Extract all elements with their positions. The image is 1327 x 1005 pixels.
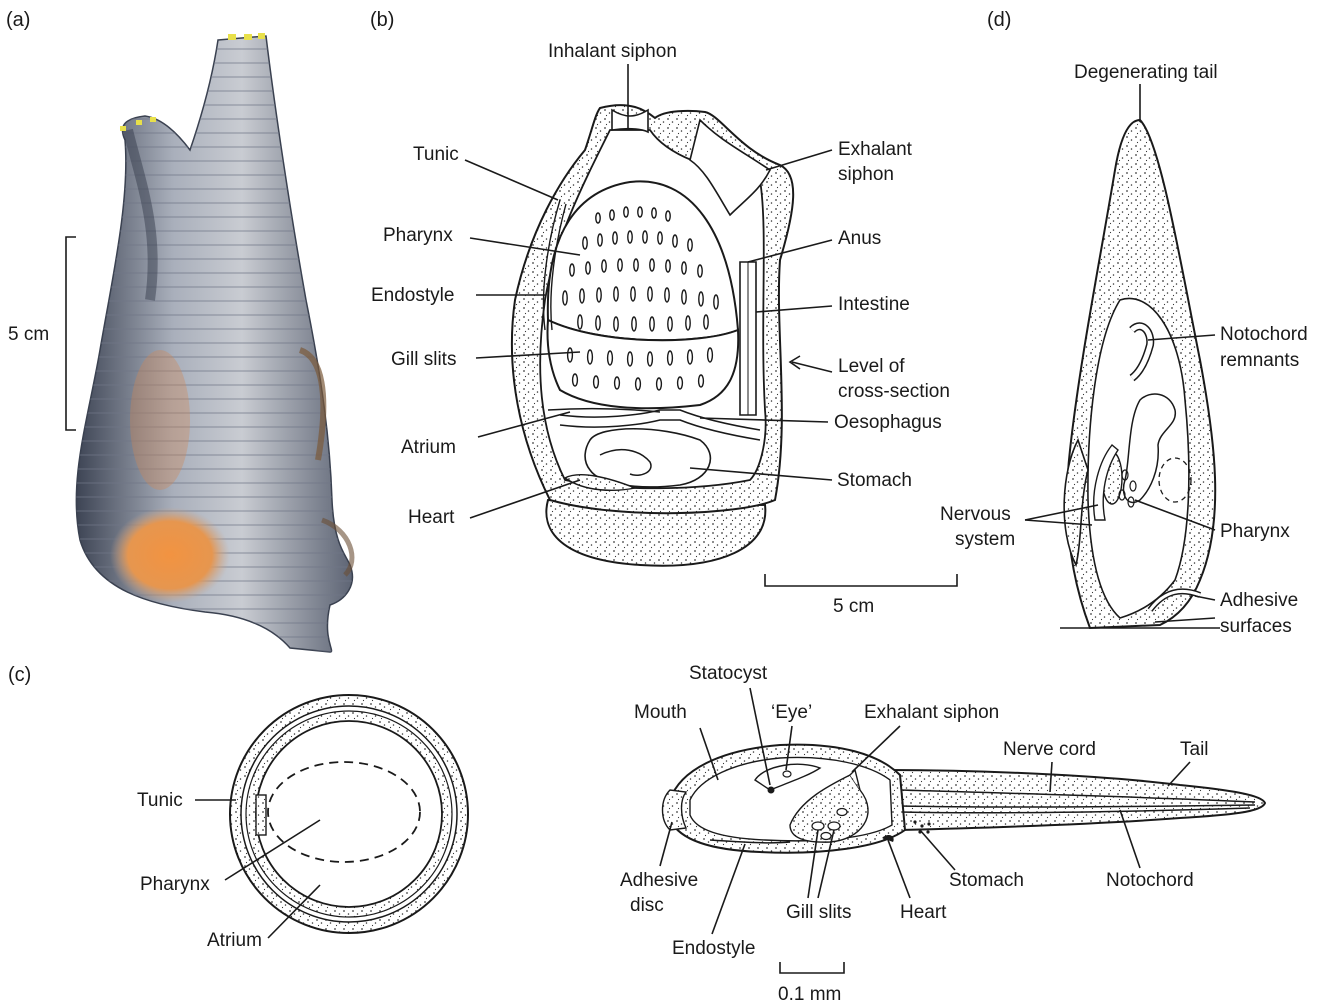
- label-adhesive-d-2: surfaces: [1220, 616, 1292, 637]
- label-notochord-2: remnants: [1220, 350, 1299, 371]
- label-endostyle-larva: Endostyle: [672, 938, 755, 959]
- label-heart-larva: Heart: [900, 902, 947, 923]
- panel-d: (d) Degenerating tail: [940, 9, 1308, 637]
- label-tail: Tail: [1180, 739, 1209, 760]
- label-heart: Heart: [408, 507, 455, 528]
- label-gill-slits-larva: Gill slits: [786, 902, 851, 923]
- statocyst-dot: [768, 787, 775, 794]
- ascidian-photo: [76, 33, 352, 652]
- label-tunic: Tunic: [413, 144, 459, 165]
- scale-label-a: 5 cm: [8, 324, 49, 345]
- label-anus: Anus: [838, 228, 881, 249]
- label-stomach-larva: Stomach: [949, 870, 1024, 891]
- label-level-2: cross-section: [838, 381, 950, 402]
- panel-b-label: (b): [370, 9, 394, 31]
- label-atrium-c: Atrium: [207, 930, 262, 951]
- label-nervous-2: system: [955, 529, 1015, 550]
- label-degenerating-tail: Degenerating tail: [1074, 62, 1218, 83]
- label-endostyle: Endostyle: [371, 285, 454, 306]
- tadpole-larva: Statocyst Mouth ‘Eye’ Exhalant siphon Ne…: [620, 663, 1265, 1005]
- scale-bar-a: 5 cm: [8, 237, 76, 430]
- label-atrium: Atrium: [401, 437, 456, 458]
- larva-drawing: [663, 745, 1266, 853]
- label-adhesive-disc-2: disc: [630, 895, 664, 916]
- label-level-1: Level of: [838, 356, 905, 377]
- panel-d-label: (d): [987, 9, 1011, 31]
- label-inhalant-siphon: Inhalant siphon: [548, 41, 677, 62]
- label-gill-slits: Gill slits: [391, 349, 456, 370]
- label-mouth: Mouth: [634, 702, 687, 723]
- panel-b: (b): [370, 9, 957, 617]
- label-intestine: Intestine: [838, 294, 910, 315]
- label-exhalant-siphon-larva: Exhalant siphon: [864, 702, 999, 723]
- label-exhalant-siphon-1: Exhalant: [838, 139, 913, 160]
- label-nervous-1: Nervous: [940, 504, 1011, 525]
- panel-c: (c) Tunic Pharynx Atrium: [8, 664, 468, 951]
- adult-ascidian-drawing: [512, 105, 793, 566]
- cross-section-drawing: [230, 695, 468, 933]
- label-oesophagus: Oesophagus: [834, 412, 942, 433]
- label-statocyst: Statocyst: [689, 663, 768, 684]
- label-exhalant-siphon-2: siphon: [838, 164, 894, 185]
- label-nerve-cord: Nerve cord: [1003, 739, 1096, 760]
- label-tunic-c: Tunic: [137, 790, 183, 811]
- scale-label-b: 5 cm: [833, 596, 874, 617]
- panel-a-label: (a): [6, 9, 30, 31]
- label-pharynx-c: Pharynx: [140, 874, 210, 895]
- panel-a: (a) 5 cm: [6, 9, 352, 652]
- scale-bar-larva: 0.1 mm: [778, 962, 844, 1005]
- label-eye: ‘Eye’: [771, 702, 812, 723]
- scale-bar-b: 5 cm: [765, 574, 957, 617]
- label-adhesive-disc-1: Adhesive: [620, 870, 698, 891]
- metamorphosing-larva-drawing: [1060, 120, 1220, 628]
- label-pharynx-d: Pharynx: [1220, 521, 1290, 542]
- panel-c-label: (c): [8, 664, 31, 686]
- label-adhesive-d-1: Adhesive: [1220, 590, 1298, 611]
- scale-label-larva: 0.1 mm: [778, 984, 841, 1005]
- orange-visceral-mass: [110, 507, 230, 603]
- label-notochord-larva: Notochord: [1106, 870, 1194, 891]
- label-stomach: Stomach: [837, 470, 912, 491]
- label-notochord-1: Notochord: [1220, 324, 1308, 345]
- label-pharynx: Pharynx: [383, 225, 453, 246]
